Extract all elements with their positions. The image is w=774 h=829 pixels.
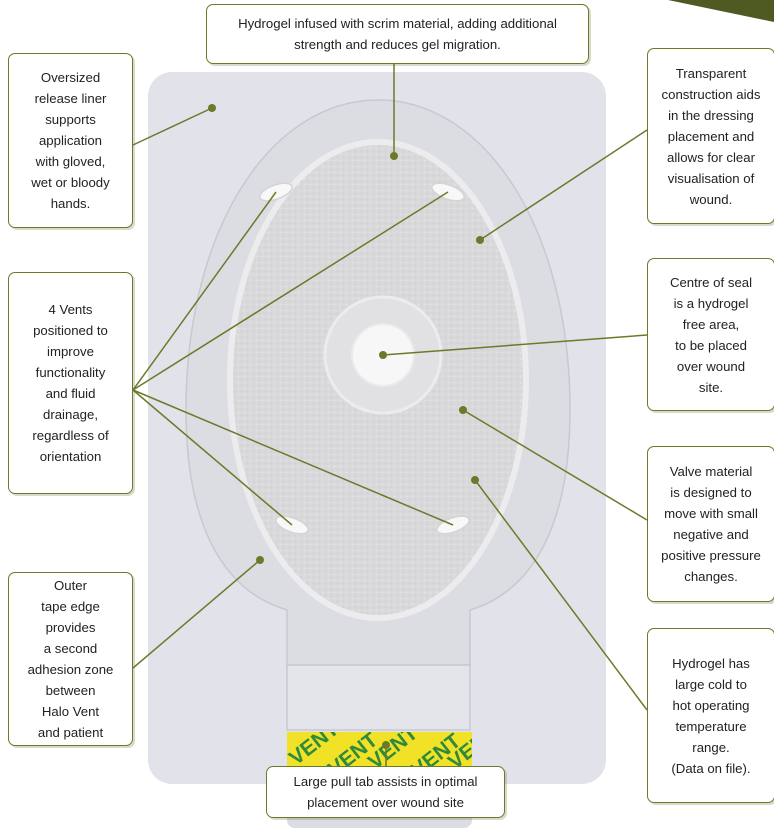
callout-line: Halo Vent	[41, 704, 100, 719]
callout-line: temperature	[675, 718, 747, 734]
callout-line: positive pressure	[661, 548, 761, 563]
callout-vents: 4 Vents positioned to improve functional…	[8, 272, 133, 494]
callout-line: hot operating	[672, 697, 750, 713]
callout-line: large cold to	[675, 676, 747, 692]
callout-line: to be placed	[675, 337, 747, 353]
callout-line: application	[38, 133, 103, 148]
callout-line: tape edge	[41, 599, 100, 614]
callout-line: strength and reduces gel migration.	[294, 37, 501, 52]
callout-line: supports	[45, 112, 96, 127]
callout-line: provides	[45, 620, 96, 635]
leader-tape	[132, 559, 261, 669]
callout-line: Hydrogel infused with scrim material, ad…	[238, 16, 557, 31]
callout-line: placement over wound site	[307, 795, 464, 810]
callout-line: placement and	[667, 128, 755, 144]
callout-line: positioned to	[33, 323, 108, 338]
callout-hydrogel-temperature: Hydrogel has large cold to hot operating…	[647, 628, 774, 803]
callout-pull-tab: Large pull tab assists in optimal placem…	[266, 766, 505, 818]
callout-line: drainage,	[43, 407, 98, 422]
leader-dot	[379, 351, 387, 359]
leader-vents	[132, 191, 449, 391]
callout-line: Oversized	[40, 70, 101, 85]
callout-line: hands.	[50, 196, 91, 211]
callout-line: move with small	[664, 506, 758, 521]
callout-line: in the dressing	[668, 107, 754, 123]
callout-line: visualisation of	[667, 170, 755, 186]
leader-dot	[256, 556, 264, 564]
callout-line: with gloved,	[35, 154, 106, 169]
leader-dot	[382, 741, 390, 749]
callout-line: range.	[692, 739, 730, 755]
callout-line: orientation	[39, 449, 102, 464]
callout-line: adhesion zone	[27, 662, 114, 677]
leader-dot	[208, 104, 216, 112]
callout-line: improve	[47, 344, 94, 359]
callout-line: construction aids	[661, 86, 761, 102]
leader-vents	[132, 389, 454, 526]
callout-line: Hydrogel has	[672, 655, 750, 671]
callout-line: wound.	[689, 191, 733, 207]
leader-valve	[462, 409, 648, 521]
callout-line: changes.	[684, 569, 738, 584]
callout-transparent: Transparent construction aids in the dre…	[647, 48, 774, 224]
leader-dot	[476, 236, 484, 244]
leader-centre	[382, 334, 648, 356]
callout-line: and patient	[37, 725, 104, 740]
callout-line: is designed to	[670, 485, 752, 500]
callout-line: (Data on file).	[671, 760, 751, 776]
leader-dot	[471, 476, 479, 484]
callout-line: wet or bloody	[31, 175, 110, 190]
callout-release-liner: Oversized release liner supports applica…	[8, 53, 133, 228]
callout-hydrogel-scrim: Hydrogel infused with scrim material, ad…	[206, 4, 589, 64]
callout-line: negative and	[673, 527, 749, 542]
callout-line: functionality	[35, 365, 106, 380]
leader-vents	[132, 389, 293, 526]
pull-tab	[286, 664, 471, 731]
leader-liner	[132, 107, 213, 146]
callout-line: Outer	[54, 578, 87, 593]
leader-hydrogel	[474, 479, 648, 711]
callout-line: a second	[43, 641, 98, 656]
leader-vents	[132, 191, 277, 391]
callout-line: and fluid	[45, 386, 96, 401]
callout-outer-tape: Outer tape edge provides a second adhesi…	[8, 572, 133, 746]
leader-dot	[459, 406, 467, 414]
callout-line: Valve material	[669, 464, 753, 479]
callout-line: regardless of	[32, 428, 109, 443]
callout-line: between	[45, 683, 96, 698]
callout-line: release liner	[34, 91, 107, 106]
leader-transparent	[479, 129, 648, 241]
callout-line: Large pull tab assists in optimal	[293, 774, 478, 789]
callout-line: site.	[698, 379, 724, 395]
callout-line: Transparent	[675, 65, 747, 81]
callout-line: allows for clear	[667, 149, 755, 165]
callout-line: 4 Vents	[48, 302, 93, 317]
callout-line: over wound	[676, 358, 746, 374]
leader-dot	[390, 152, 398, 160]
callout-valve-material: Valve material is designed to move with …	[647, 446, 774, 602]
callout-line: free area,	[682, 316, 740, 332]
callout-line: is a hydrogel	[673, 295, 749, 311]
callout-centre-seal: Centre of seal is a hydrogel free area, …	[647, 258, 774, 411]
callout-line: Centre of seal	[669, 274, 753, 290]
